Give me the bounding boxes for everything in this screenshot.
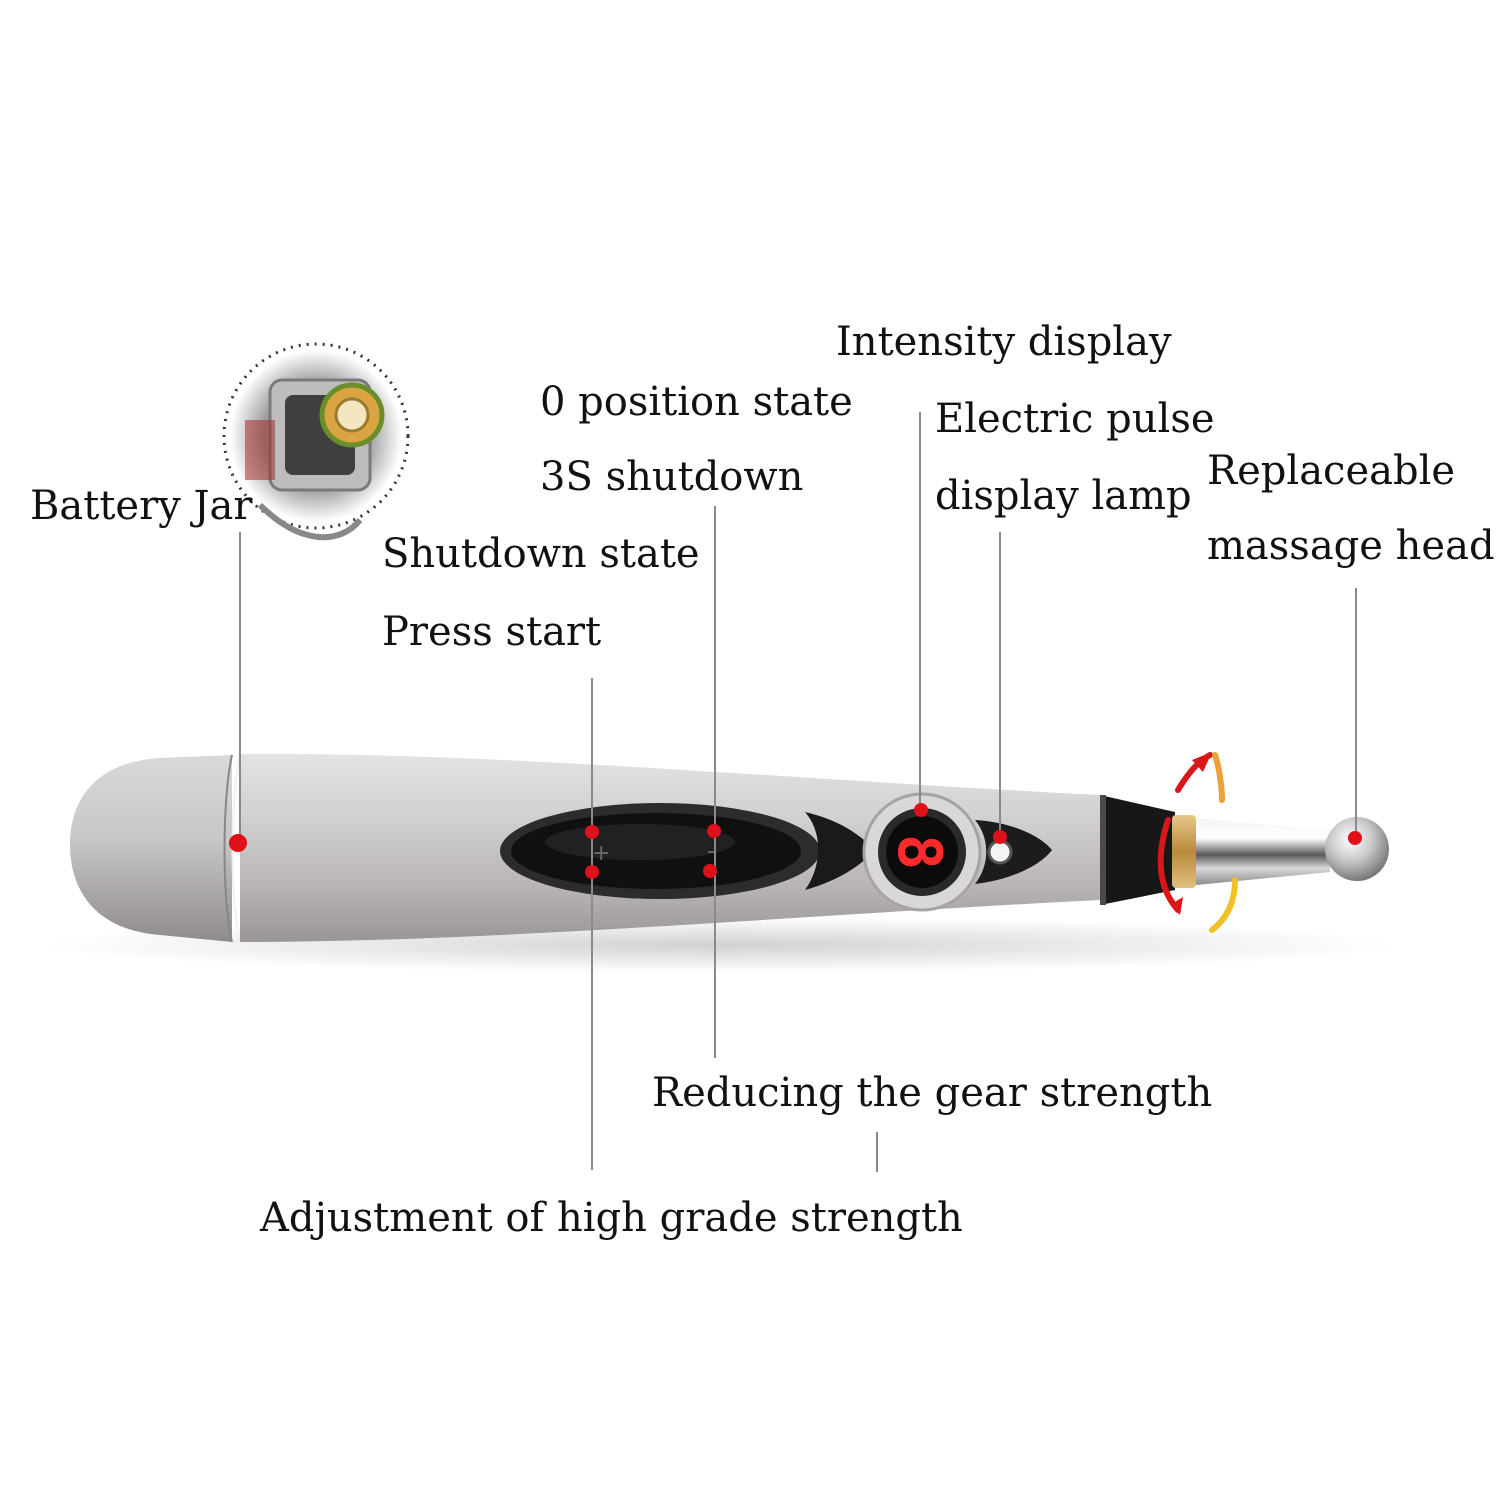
rotation-arrows-icon: [1157, 752, 1238, 933]
callout-press-start: [591, 678, 593, 1170]
label-high-grade-strength: Adjustment of high grade strength: [260, 1195, 963, 1241]
label-shutdown-state: Shutdown state: [382, 531, 700, 577]
label-massage-head-line1: Replaceable: [1207, 448, 1456, 494]
marker-decrease-top: [707, 824, 721, 838]
intensity-display-housing: [862, 792, 982, 912]
marker-battery-jar: [229, 834, 247, 852]
callout-3s-shutdown: [714, 506, 716, 1058]
massage-head-stem: [1196, 818, 1330, 885]
tip-holder: [1100, 795, 1175, 905]
gold-ring: [1172, 815, 1196, 888]
callout-massage-head: [1355, 588, 1357, 836]
battery-jar-cap: [70, 755, 232, 942]
label-intensity-display: Intensity display: [836, 319, 1172, 365]
marker-decrease-bottom: [703, 864, 717, 878]
label-massage-head-line2: massage head: [1207, 523, 1495, 569]
label-pulse-lamp-line1: Electric pulse: [935, 396, 1215, 442]
marker-increase-top: [585, 825, 599, 839]
label-3s-shutdown: 3S shutdown: [540, 454, 804, 500]
marker-intensity-display: [914, 803, 928, 817]
callout-reducing-strength: [876, 1132, 878, 1172]
marker-pulse-lamp: [993, 830, 1007, 844]
minus-symbol: -: [707, 839, 715, 864]
label-position-state: 0 position state: [540, 379, 853, 425]
label-reducing-strength: Reducing the gear strength: [652, 1070, 1213, 1116]
label-pulse-lamp-line2: display lamp: [935, 473, 1192, 519]
control-panel: + -: [500, 803, 820, 899]
callout-pulse-lamp: [999, 532, 1001, 844]
callout-battery-jar: [239, 532, 241, 838]
plus-symbol: +: [592, 841, 610, 866]
callout-intensity-display: [919, 412, 921, 808]
pulse-lamp: [987, 839, 1013, 865]
label-battery-jar: Battery Jar: [30, 483, 253, 529]
label-press-start: Press start: [382, 609, 602, 655]
intensity-digit: 8: [884, 834, 954, 870]
massage-head-ball: [1325, 817, 1389, 881]
cap-seam: [223, 754, 233, 943]
marker-massage-head: [1348, 831, 1362, 845]
battery-jar-inset: [222, 342, 410, 541]
marker-increase-bottom: [585, 865, 599, 879]
